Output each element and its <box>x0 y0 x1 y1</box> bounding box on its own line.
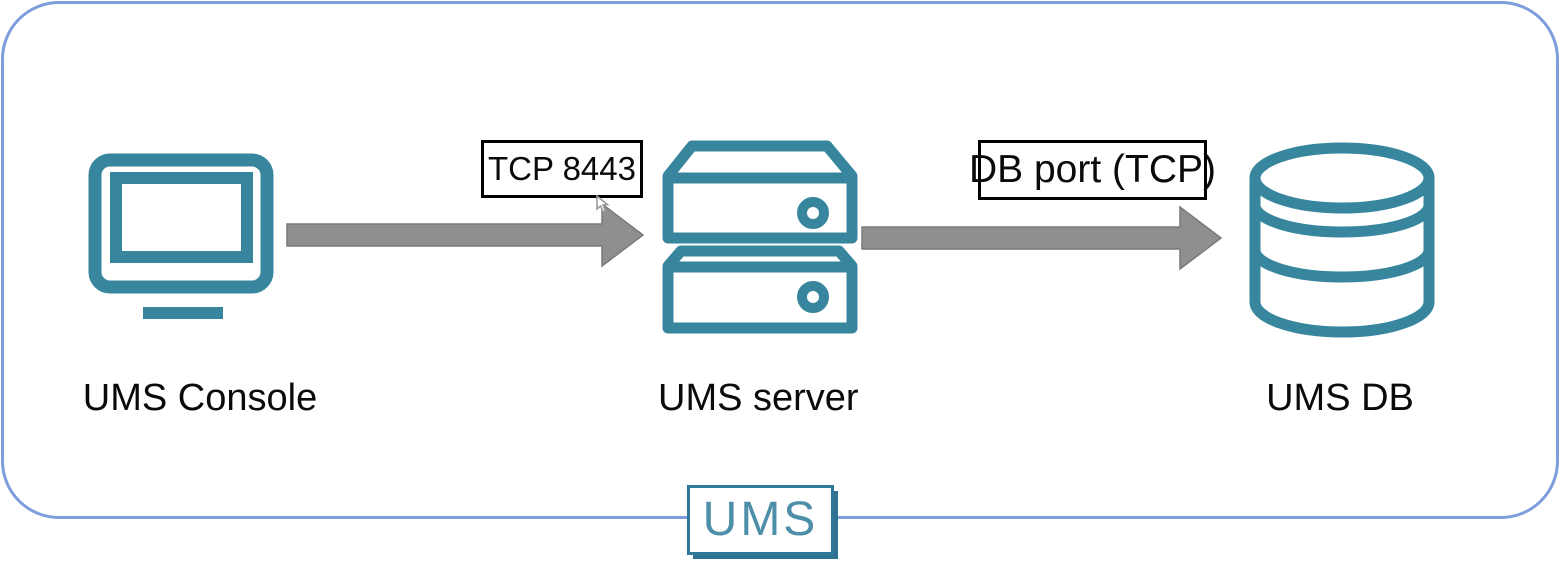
node-label-ums-console: UMS Console <box>82 377 318 419</box>
monitor-icon <box>88 153 274 319</box>
database-icon <box>1249 142 1435 338</box>
arrow-server-to-db <box>861 205 1223 271</box>
connection-label-text: DB port (TCP) <box>968 148 1217 191</box>
connection-label-text: TCP 8443 <box>488 150 636 187</box>
arrow-console-to-server <box>286 202 645 268</box>
connection-label-db-port: DB port (TCP) <box>969 140 1216 200</box>
server-icon <box>662 140 858 334</box>
node-label-ums-server: UMS server <box>658 377 859 419</box>
mouse-cursor-icon <box>596 195 610 213</box>
connection-label-tcp-8443: TCP 8443 <box>481 140 643 198</box>
ums-badge: UMS <box>687 485 834 555</box>
ums-badge-label: UMS <box>702 493 819 546</box>
node-label-ums-db: UMS DB <box>1266 377 1414 419</box>
